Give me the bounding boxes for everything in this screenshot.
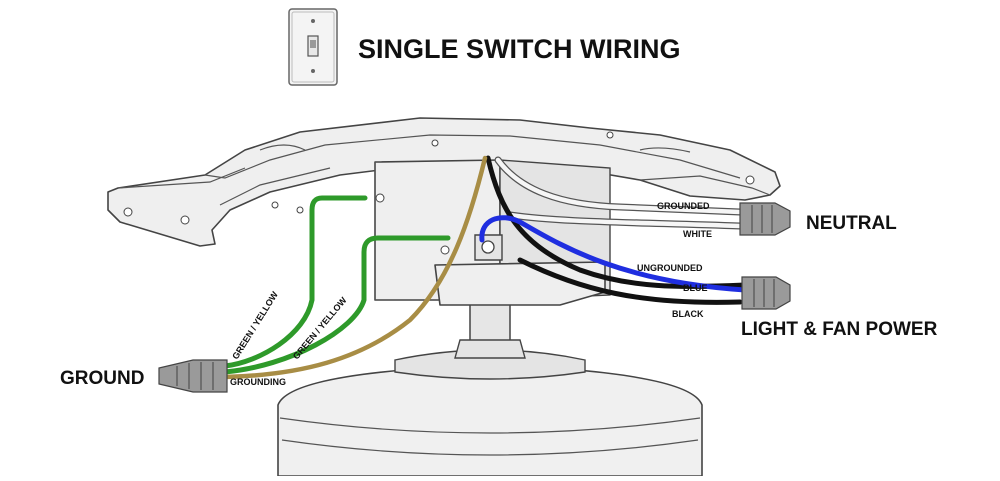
ground-wire-nut-icon xyxy=(158,359,228,393)
wall-switch-icon xyxy=(288,8,338,86)
grounding-wire xyxy=(222,155,488,380)
white-wire-label: WHITE xyxy=(683,229,712,239)
green-ground-wire-1 xyxy=(222,195,368,369)
light-fan-power-label: LIGHT & FAN POWER xyxy=(741,319,938,340)
power-wire-nut-icon xyxy=(741,276,791,310)
neutral-label: NEUTRAL xyxy=(806,213,897,234)
black-wire-label: BLACK xyxy=(672,309,704,319)
blue-wire-label: BLUE xyxy=(683,283,708,293)
diagram-title: SINGLE SWITCH WIRING xyxy=(358,34,680,64)
fan-downrod xyxy=(454,299,526,359)
fan-motor-housing xyxy=(277,349,703,477)
black-wire xyxy=(485,155,748,305)
ungrounded-wire-label: UNGROUNDED xyxy=(637,263,703,273)
grounding-wire-label: GROUNDING xyxy=(230,377,286,387)
grounded-wire-label: GROUNDED xyxy=(657,201,710,211)
blue-wire xyxy=(479,215,748,293)
mounting-bracket xyxy=(107,117,781,247)
white-wire xyxy=(494,156,744,230)
ground-label: GROUND xyxy=(60,368,144,389)
green-ground-wire-2 xyxy=(222,235,451,375)
neutral-wire-nut-icon xyxy=(739,202,791,236)
